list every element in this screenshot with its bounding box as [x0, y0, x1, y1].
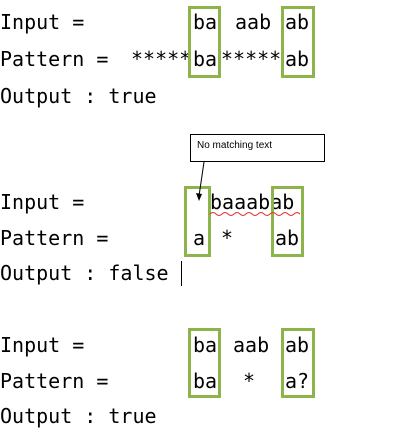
example3-pattern-label: Pattern = [0, 369, 109, 393]
example3-pattern-seg3: a? [285, 369, 310, 393]
example2-pattern-seg1: a [193, 226, 206, 250]
example1-input-seg1: ba [193, 10, 218, 34]
example3-ab-highlight-box [281, 328, 315, 398]
example1-input-seg3: ab [285, 10, 310, 34]
callout-pointer-arrowhead [196, 193, 202, 201]
example3-input-seg1: ba [193, 333, 218, 357]
example2-pattern-seg3: ab [275, 226, 300, 250]
example1-output: Output : true [0, 84, 157, 108]
example1-input-seg2: aab [235, 10, 272, 34]
example2-pattern-label: Pattern = [0, 226, 109, 250]
no-matching-text-callout: No matching text [190, 134, 325, 162]
spellcheck-squiggle [209, 212, 301, 216]
example1-pattern-seg1: ***** [131, 47, 192, 71]
example1-pattern-seg3: ***** [221, 47, 282, 71]
example2-output: Output : false [0, 261, 169, 285]
example2-ab-highlight-box [271, 186, 304, 257]
text-cursor [181, 261, 182, 286]
callout-pointer-line [198, 161, 205, 197]
example3-pattern-seg2: * [243, 369, 256, 393]
example1-input-label: Input = [0, 10, 85, 34]
example1-pattern-seg4: ab [285, 47, 310, 71]
example1-pattern-label: Pattern = [0, 47, 109, 71]
example3-input-seg2: aab [233, 333, 270, 357]
example1-ab-highlight-box [281, 6, 315, 78]
example1-ba-highlight-box [188, 6, 221, 78]
example2-input-label: Input = [0, 190, 85, 214]
example2-pattern-seg2: * [221, 226, 234, 250]
example3-pattern-seg1: ba [193, 369, 218, 393]
example3-output: Output : true [0, 404, 157, 428]
example2-a-highlight-box [184, 186, 211, 257]
example1-pattern-seg2: ba [193, 47, 218, 71]
example3-input-label: Input = [0, 333, 85, 357]
example3-input-seg3: ab [285, 333, 310, 357]
example3-ba-highlight-box [188, 328, 221, 398]
example2-input-text: baaabab [210, 190, 295, 214]
